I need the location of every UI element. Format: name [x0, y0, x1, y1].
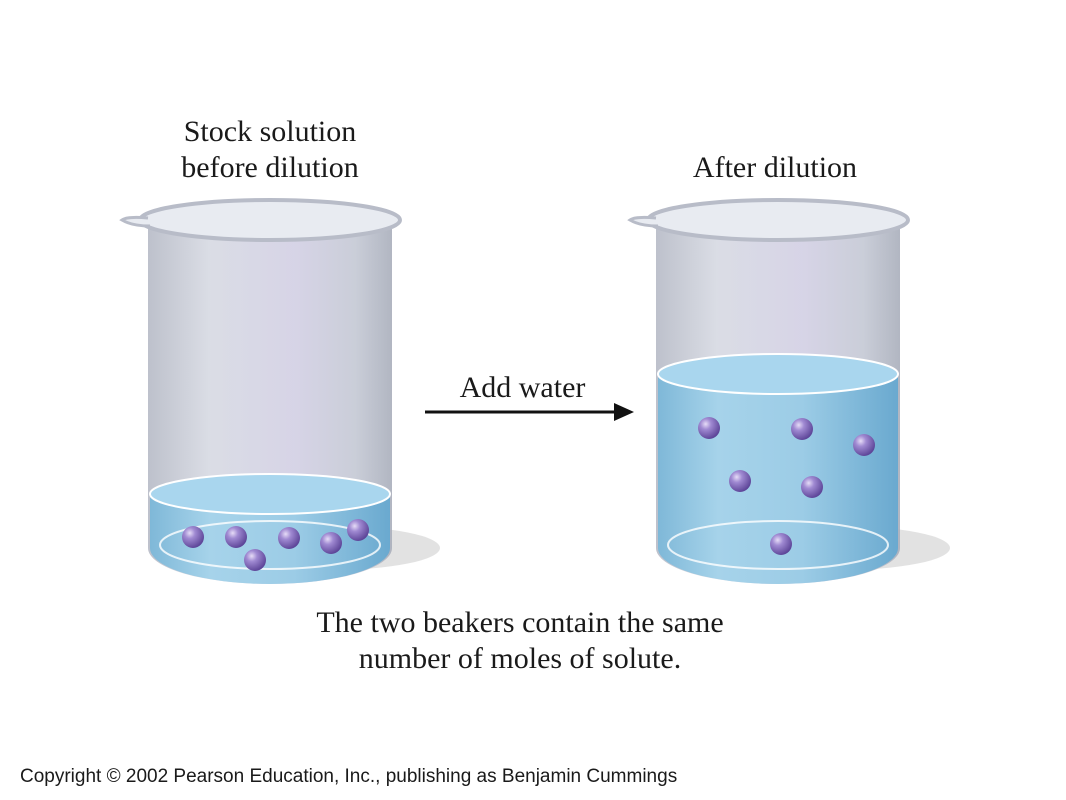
stock-solution-beaker — [119, 198, 440, 584]
stock-solute-particles — [182, 519, 369, 571]
solute-particle — [770, 533, 792, 555]
solute-particle — [853, 434, 875, 456]
solute-particle — [729, 470, 751, 492]
diluted-solute-particles — [698, 417, 875, 555]
beaker-spout — [119, 215, 151, 228]
add-water-arrow — [425, 403, 634, 421]
beaker-rim — [138, 198, 402, 242]
solute-particle — [182, 526, 204, 548]
after-dilution-title: After dilution — [692, 151, 858, 184]
beaker-bottom-highlight — [159, 520, 381, 570]
caption-line2: number of moles of solute. — [358, 642, 682, 675]
arrow-head — [614, 403, 634, 421]
beaker-rim — [646, 198, 910, 242]
solute-particle — [278, 527, 300, 549]
solute-particle — [225, 526, 247, 548]
beaker-spout — [627, 215, 659, 228]
solute-particle — [698, 417, 720, 439]
stock-title-line1: Stock solution — [183, 115, 357, 148]
stock-liquid — [150, 494, 390, 584]
solute-particle — [244, 549, 266, 571]
solute-particle — [791, 418, 813, 440]
diluted-liquid-surface — [657, 353, 899, 395]
diagram-caption: The two beakers contain the same number … — [230, 605, 810, 677]
stock-liquid-surface — [149, 473, 391, 515]
solute-particle — [320, 532, 342, 554]
solute-particle — [347, 519, 369, 541]
caption-line1: The two beakers contain the same — [316, 606, 724, 639]
add-water-label: Add water — [459, 371, 586, 404]
solute-particle — [801, 476, 823, 498]
beaker-bottom-highlight — [667, 520, 889, 570]
diluted-solution-beaker — [627, 198, 950, 584]
stock-title-line2: before dilution — [181, 151, 359, 184]
stock-solution-title: Stock solution before dilution — [150, 114, 390, 186]
copyright-notice: Copyright © 2002 Pearson Education, Inc.… — [20, 766, 678, 787]
